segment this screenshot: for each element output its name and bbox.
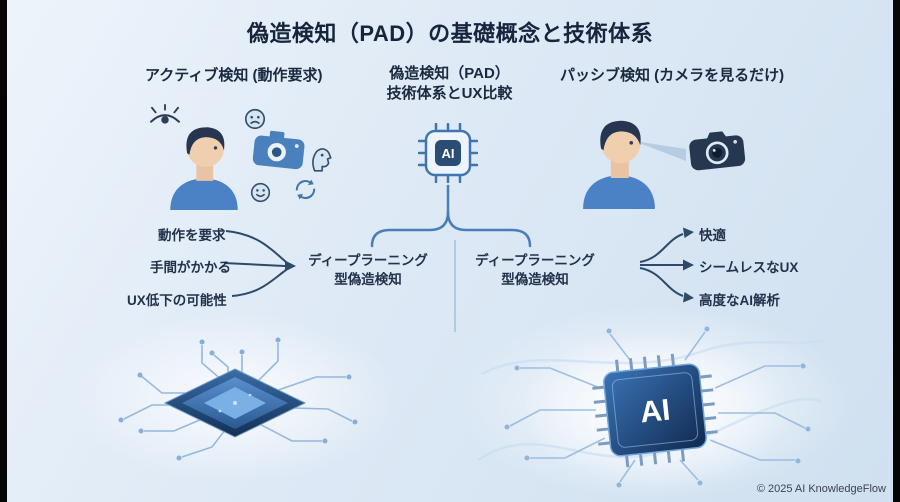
cycle-arrows-icon — [295, 179, 316, 200]
letterbox-right — [893, 0, 900, 502]
page-title: 偽造検知（PAD）の基礎概念と技術体系 — [246, 21, 654, 46]
dl-right-line1: ディープラーニング — [475, 253, 595, 268]
dl-right-line2: 型偽造検知 — [501, 271, 569, 287]
active-item-effort: 手間がかかる — [150, 260, 231, 275]
active-detection-heading: アクティブ検知 (動作要求) — [145, 67, 323, 84]
passive-detection-heading: パッシブ検知 (カメラを見るだけ) — [560, 67, 785, 84]
circuit-board-illustration-right: AI — [477, 326, 825, 490]
passive-item-ai-analysis: 高度なAI解析 — [699, 293, 780, 308]
dl-left-line1: ディープラーニング — [308, 253, 428, 268]
smile-face-icon — [250, 182, 271, 203]
passive-item-comfort: 快適 — [699, 228, 726, 243]
ai-chip-icon: AI — [418, 123, 478, 183]
circuit-board-illustration-left — [118, 337, 358, 461]
camera-icon-active — [252, 130, 305, 170]
center-heading: 偽造検知（PAD） 技術体系とUX比較 — [362, 64, 537, 104]
dl-left-line2: 型偽造検知 — [334, 271, 402, 287]
copyright-notice: © 2025 AI KnowledgeFlow — [756, 483, 886, 495]
camera-icon-passive — [689, 131, 746, 171]
deep-learning-result-right: ディープラーニング 型偽造検知 — [464, 252, 606, 289]
eye-icon — [149, 104, 181, 124]
face-profile-icon — [312, 148, 332, 172]
deep-learning-result-left: ディープラーニング 型偽造検知 — [297, 252, 439, 289]
center-chip-label: AI — [442, 146, 455, 161]
active-item-motion-required: 動作を要求 — [158, 228, 226, 243]
bottom-chip-label: AI — [639, 394, 672, 430]
active-item-ux-drop: UX低下の可能性 — [127, 293, 227, 308]
center-heading-line2: 技術体系とUX比較 — [386, 84, 513, 102]
passive-item-seamless-ux: シームレスなUX — [699, 260, 799, 275]
ai-chip-3d: AI — [592, 353, 718, 468]
passive-person-illustration — [570, 110, 668, 210]
letterbox-left — [0, 0, 7, 502]
sad-face-icon — [244, 108, 266, 130]
center-heading-line1: 偽造検知（PAD） — [389, 65, 510, 82]
